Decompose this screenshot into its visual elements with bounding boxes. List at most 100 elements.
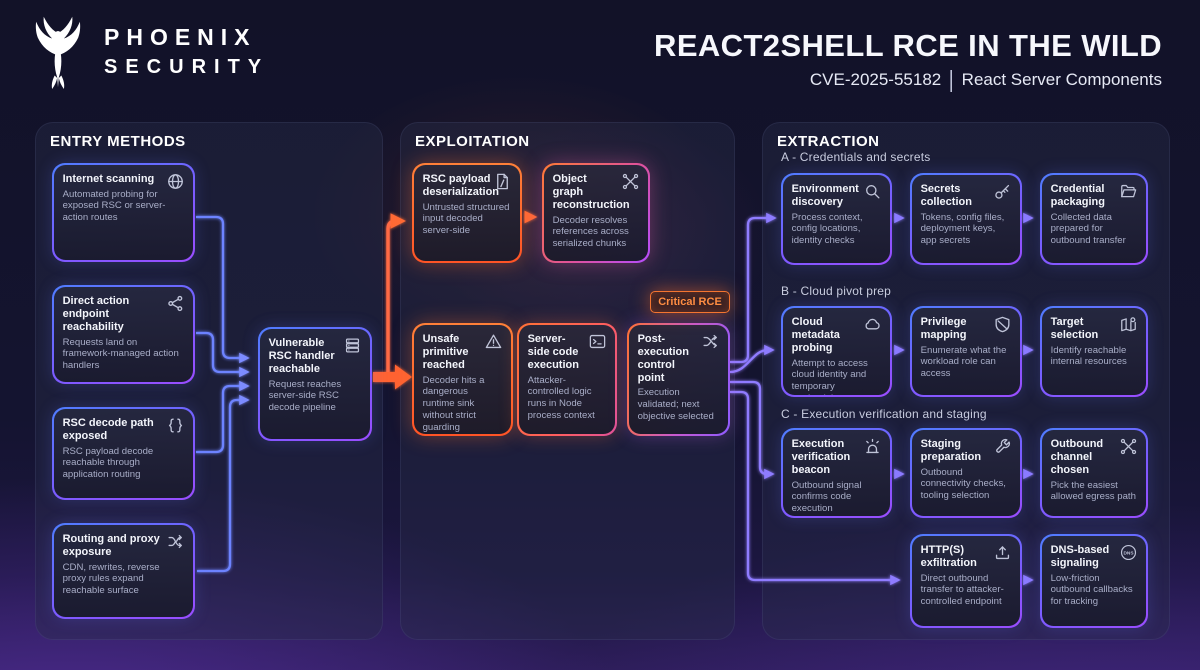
share-nodes-icon: [166, 294, 185, 313]
shuffle-icon: [701, 332, 720, 351]
section-a-label: A - Credentials and secrets: [781, 150, 931, 164]
card-https-exfiltration: HTTP(S) exfiltration Direct outbound tra…: [910, 534, 1022, 628]
card-body: Execution validated; next objective sele…: [637, 387, 714, 423]
siren-icon: [863, 437, 882, 456]
phoenix-icon: [16, 6, 100, 98]
card-title: Privilege mapping: [920, 315, 967, 341]
card-body: Enumerate what the workload role can acc…: [920, 344, 1007, 380]
card-title: Vulnerable RSC handler reachable: [268, 336, 335, 375]
warning-triangle-icon: [484, 332, 503, 351]
card-body: Identify reachable internal resources: [1050, 344, 1127, 368]
critical-rce-badge: Critical RCE: [650, 291, 730, 313]
card-title: RSC payload deserialization: [422, 172, 500, 198]
card-body: Low-friction outbound callbacks for trac…: [1050, 572, 1133, 608]
card-body: Outbound connectivity checks, tooling se…: [920, 466, 1006, 502]
card-title: Cloud metadata probing: [791, 315, 840, 354]
card-title: Unsafe primitive reached: [422, 332, 469, 371]
card-unsafe-primitive: Unsafe primitive reached Decoder hits a …: [412, 323, 513, 436]
subtitle-product: React Server Components: [961, 70, 1162, 89]
panel-entry-title: ENTRY METHODS: [50, 133, 186, 150]
card-title: Outbound channel chosen: [1050, 437, 1104, 476]
upload-icon: [993, 543, 1012, 562]
card-title: DNS-based signaling: [1050, 543, 1110, 569]
card-title: Staging preparation: [920, 437, 982, 463]
card-title: Server-side code execution: [527, 332, 579, 371]
card-secrets-collection: Secrets collection Tokens, config files,…: [910, 173, 1022, 265]
card-body: Tokens, config files, deployment keys, a…: [920, 211, 1005, 247]
card-target-selection: Target selection Identify reachable inte…: [1040, 306, 1148, 397]
card-body: Outbound signal confirms code execution: [791, 479, 862, 515]
shield-icon: [993, 315, 1012, 334]
section-c-label: C - Execution verification and staging: [781, 407, 987, 421]
folder-open-icon: [1119, 182, 1138, 201]
card-execution-verification-beacon: Execution verification beacon Outbound s…: [781, 428, 892, 518]
card-title: Environment discovery: [791, 182, 859, 208]
card-body: Automated probing for exposed RSC or ser…: [62, 188, 166, 224]
key-icon: [993, 182, 1012, 201]
dns-icon: [1119, 543, 1138, 562]
card-cloud-metadata-probing: Cloud metadata probing Attempt to access…: [781, 306, 892, 397]
card-routing-proxy-exposure: Routing and proxy exposure CDN, rewrites…: [52, 523, 195, 619]
card-credential-packaging: Credential packaging Collected data prep…: [1040, 173, 1148, 265]
card-rsc-payload-deserialization: RSC payload deserialization Untrusted st…: [412, 163, 522, 263]
card-title: Object graph reconstruction: [552, 172, 630, 211]
card-rsc-decode-path: RSC decode path exposed RSC payload deco…: [52, 407, 195, 500]
card-privilege-mapping: Privilege mapping Enumerate what the wor…: [910, 306, 1022, 397]
card-body: Attacker-controlled logic runs in Node p…: [527, 374, 595, 422]
card-body: Decoder hits a dangerous runtime sink wi…: [422, 374, 485, 434]
map-pin-icon: [1119, 315, 1138, 334]
search-icon: [863, 182, 882, 201]
subtitle-divider: |: [949, 66, 954, 93]
card-body: Request reaches server-side RSC decode p…: [268, 378, 342, 414]
rce-thick-arrow: [373, 364, 412, 390]
card-outbound-channel-chosen: Outbound channel chosen Pick the easiest…: [1040, 428, 1148, 518]
card-title: HTTP(S) exfiltration: [920, 543, 977, 569]
card-staging-preparation: Staging preparation Outbound connectivit…: [910, 428, 1022, 518]
page-subtitle: CVE-2025-55182 | React Server Components: [654, 67, 1162, 93]
card-title: Secrets collection: [920, 182, 972, 208]
node-graph-icon: [621, 172, 640, 191]
entry-connectors: [196, 215, 250, 573]
card-title: Routing and proxy exposure: [62, 532, 160, 558]
brand-wordmark: PHOENIX SECURITY: [104, 24, 269, 79]
card-dns-based-signaling: DNS-based signaling Low-friction outboun…: [1040, 534, 1148, 628]
card-internet-scanning: Internet scanning Automated probing for …: [52, 163, 195, 262]
extraction-connectors: [729, 212, 1034, 586]
route-split-icon: [166, 532, 185, 551]
wrench-icon: [993, 437, 1012, 456]
exploit-connectors: [373, 210, 538, 390]
card-post-execution-control: Post-execution control point Execution v…: [627, 323, 730, 436]
server-stack-icon: [343, 336, 362, 355]
card-body: Untrusted structured input decoded serve…: [422, 201, 510, 237]
file-code-icon: [493, 172, 512, 191]
card-body: Attempt to access cloud identity and tem…: [791, 357, 868, 396]
card-title: Target selection: [1050, 315, 1099, 341]
page-title: REACT2SHELL RCE IN THE WILD: [654, 28, 1162, 63]
card-object-graph-reconstruction: Object graph reconstruction Decoder reso…: [542, 163, 650, 263]
card-body: Decoder resolves references across seria…: [552, 214, 629, 250]
card-title: Post-execution control point: [637, 332, 689, 384]
card-body: Process context, config locations, ident…: [791, 211, 863, 247]
panel-exploitation-title: EXPLOITATION: [415, 133, 530, 150]
braces-icon: [166, 416, 185, 435]
card-title: Credential packaging: [1050, 182, 1105, 208]
card-body: Collected data prepared for outbound tra…: [1050, 211, 1126, 247]
terminal-icon: [588, 332, 607, 351]
card-title: Execution verification beacon: [791, 437, 851, 476]
card-environment-discovery: Environment discovery Process context, c…: [781, 173, 892, 265]
subtitle-cve: CVE-2025-55182: [809, 70, 942, 89]
brand-line1: PHOENIX: [104, 24, 257, 50]
title-block: REACT2SHELL RCE IN THE WILD CVE-2025-551…: [654, 28, 1162, 93]
node-graph-icon: [1119, 437, 1138, 456]
globe-icon: [166, 172, 185, 191]
brand-line2: SECURITY: [104, 56, 270, 78]
card-direct-action-endpoint: Direct action endpoint reachability Requ…: [52, 285, 195, 384]
card-vulnerable-rsc-handler: Vulnerable RSC handler reachable Request…: [258, 327, 372, 441]
card-body: RSC payload decode reachable through app…: [62, 445, 154, 481]
card-title: Internet scanning: [62, 172, 155, 185]
card-title: RSC decode path exposed: [62, 416, 154, 442]
card-body: CDN, rewrites, reverse proxy rules expan…: [62, 561, 160, 597]
cloud-icon: [863, 315, 882, 334]
